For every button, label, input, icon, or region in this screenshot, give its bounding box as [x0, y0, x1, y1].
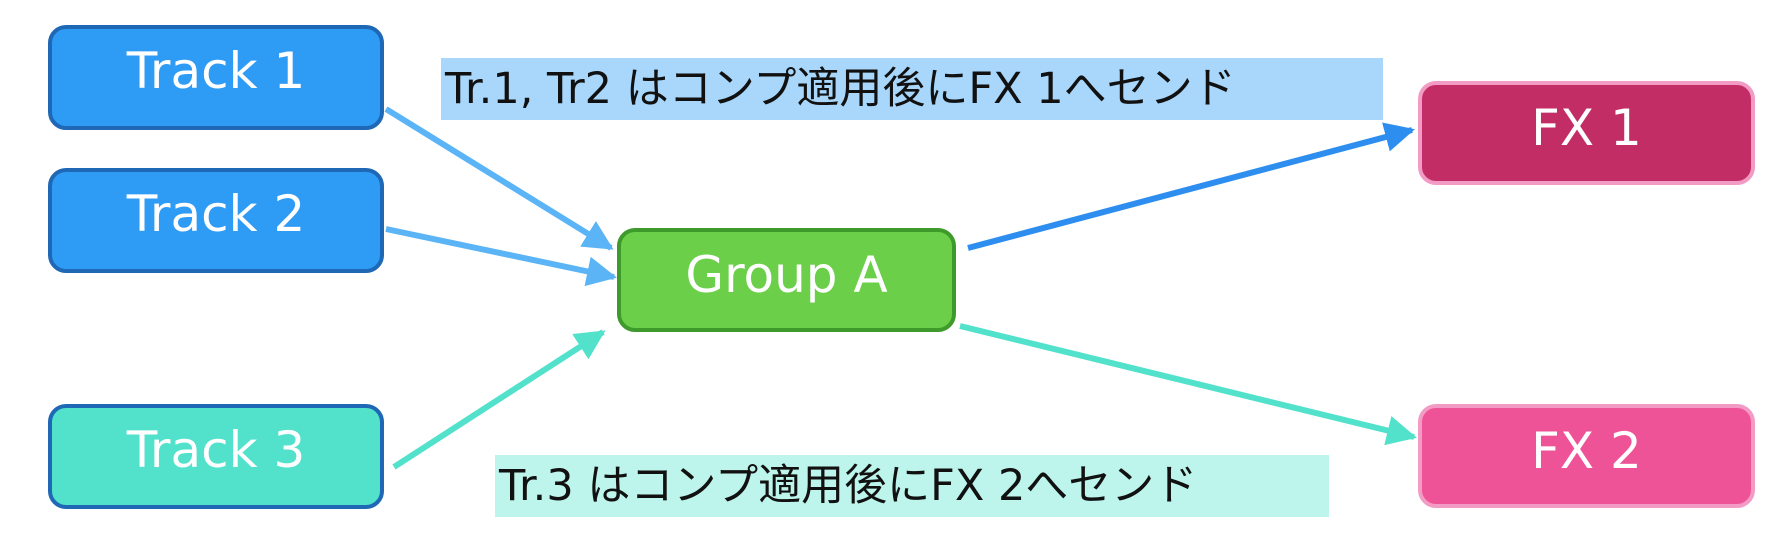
fx-1-label: FX 1	[1531, 99, 1642, 157]
send-note-fx2: Tr.3 はコンプ適用後にFX 2へセンド	[495, 455, 1329, 517]
arrow-group-a-to-fx2	[959, 323, 1417, 446]
track-3-label: Track 3	[126, 421, 306, 479]
send-note-fx1: Tr.1, Tr2 はコンプ適用後にFX 1へセンド	[441, 58, 1383, 120]
arrow-track2-to-group-a	[385, 226, 617, 287]
fx-1-node: FX 1	[1418, 81, 1755, 185]
track-1-node: Track 1	[48, 25, 384, 130]
fx-2-label: FX 2	[1531, 422, 1642, 480]
arrow-track3-to-group-a	[392, 329, 606, 470]
arrow-group-a-to-fx1	[967, 122, 1415, 251]
group-a-node: Group A	[617, 228, 956, 332]
track-2-label: Track 2	[126, 185, 306, 243]
track-3-node: Track 3	[48, 404, 384, 509]
track-2-node: Track 2	[48, 168, 384, 273]
fx-2-node: FX 2	[1418, 404, 1755, 508]
group-a-label: Group A	[685, 246, 888, 304]
arrow-track1-to-group-a	[384, 106, 614, 251]
track-1-label: Track 1	[126, 42, 306, 100]
